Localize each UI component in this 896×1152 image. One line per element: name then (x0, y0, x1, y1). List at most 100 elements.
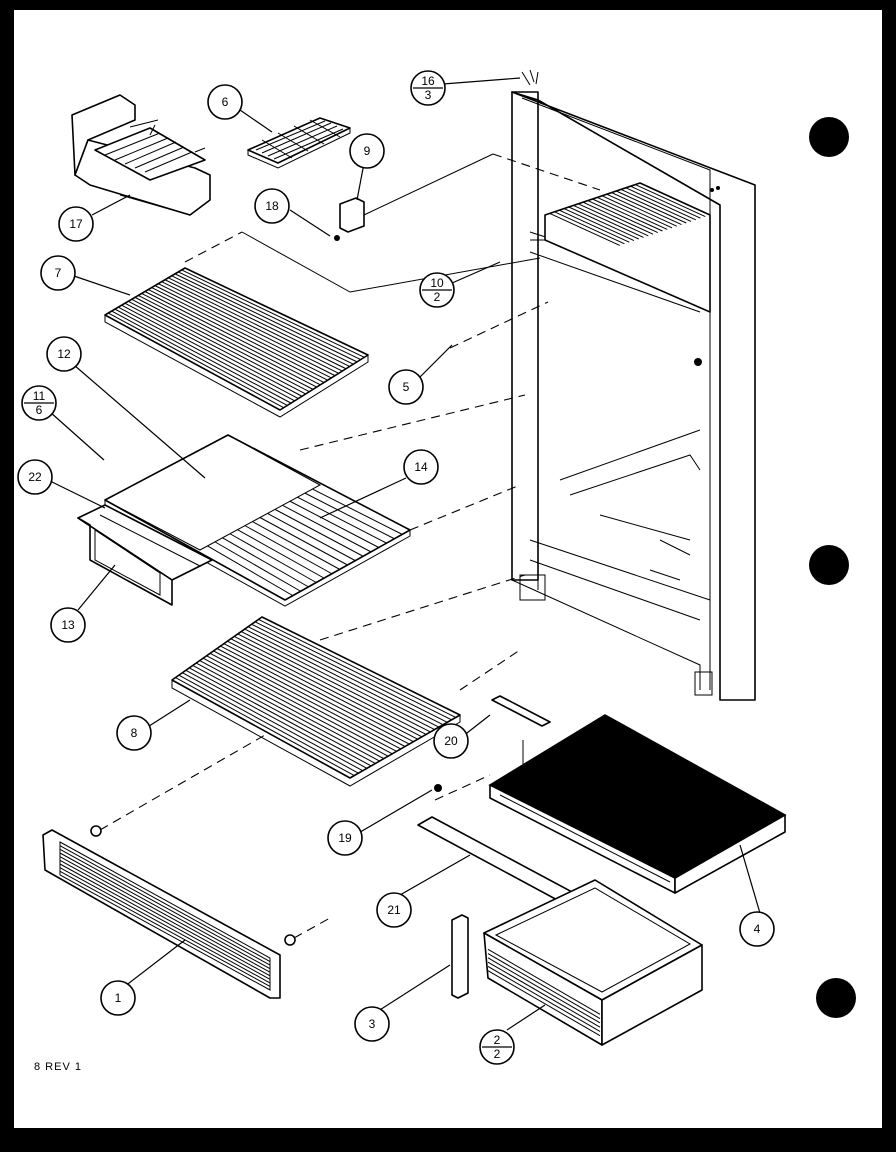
drawer-rib (487, 957, 601, 1024)
shelf-wire (144, 291, 325, 383)
shelf-wire (178, 674, 359, 774)
shelf-wire (214, 541, 301, 592)
shelf-wire (222, 537, 309, 588)
svg-text:12: 12 (57, 347, 71, 361)
shelf-wire (121, 304, 299, 399)
shelf-wire (237, 633, 431, 733)
shelf-wire (134, 296, 314, 390)
callout-9: 9 (349, 133, 385, 169)
evaporator-fin (635, 184, 706, 218)
shelf-wire (111, 310, 288, 406)
callout-14: 14 (403, 449, 439, 485)
evaporator-fin (601, 195, 673, 229)
evaporator-grille-lines (549, 184, 706, 246)
shelf-wire (171, 275, 354, 365)
shelf-wire (185, 669, 368, 769)
evaporator-fin (592, 198, 663, 232)
svg-text:2: 2 (434, 290, 441, 304)
shelf-wire (128, 300, 306, 395)
shelf-wire (161, 281, 343, 372)
shelf-wire (258, 618, 456, 718)
grille-slot (59, 852, 271, 970)
shelf-wire (297, 496, 387, 544)
shelf-wire (282, 504, 372, 553)
fraction-callout-11-6: 11 6 (21, 385, 57, 421)
svg-text:11: 11 (33, 389, 46, 403)
svg-text:5: 5 (403, 380, 410, 394)
shelf-wire (175, 677, 355, 777)
svg-text:14: 14 (414, 460, 428, 474)
svg-text:16: 16 (421, 74, 435, 88)
svg-text:10: 10 (430, 276, 444, 290)
svg-text:21: 21 (387, 903, 401, 917)
base-grille-1 (42, 734, 331, 999)
evaporator-fin (573, 204, 644, 238)
shelf-wire (108, 312, 284, 409)
shelf-wire (254, 621, 452, 721)
svg-text:7: 7 (55, 266, 62, 280)
shelf-wire (241, 631, 435, 730)
svg-text:18: 18 (265, 199, 279, 213)
revision-note: 8 REV 1 (34, 1061, 82, 1073)
shelf-wire (234, 635, 427, 735)
grille-slot (59, 870, 271, 987)
svg-text:8: 8 (131, 726, 138, 740)
callout-5: 5 (388, 369, 424, 405)
drawer-rib (487, 948, 601, 1015)
shelf-wire (247, 626, 444, 726)
svg-text:22: 22 (28, 470, 42, 484)
svg-text:9: 9 (364, 144, 371, 158)
shelf-wire (164, 279, 347, 370)
shelf-wire (213, 650, 402, 750)
shelf-wire (220, 645, 410, 745)
shelf-wire (223, 643, 414, 743)
shelf-wire (206, 655, 393, 755)
shelf-wire (154, 285, 336, 377)
evaporator-fin (587, 200, 658, 234)
shelf-wire (244, 525, 333, 575)
crisper-cover-4 (488, 714, 787, 894)
evaporator-fin (630, 185, 701, 219)
svg-text:20: 20 (444, 734, 458, 748)
shelf-wire (199, 660, 385, 760)
shelf-wire (229, 533, 317, 583)
divider-3 (451, 914, 469, 999)
evaporator-fin (616, 190, 687, 224)
callout-6: 6 (207, 84, 243, 120)
grille-slot (59, 845, 271, 962)
shelf-wire (131, 298, 310, 393)
shelf-wire (181, 269, 365, 358)
shelf-wire (202, 657, 389, 757)
evaporator-fin (625, 187, 696, 221)
shelf-wire (230, 638, 423, 738)
shelf-wire (168, 277, 350, 367)
refrigerator-shelf-8 (171, 574, 526, 787)
shelf-wire (148, 289, 328, 381)
callout-20: 20 (433, 723, 469, 759)
shelf-wire (237, 529, 325, 579)
shelf-wire (259, 517, 348, 566)
grille-slot (59, 859, 271, 977)
part-19-screw (434, 784, 442, 792)
drawer-rib (487, 970, 601, 1037)
callout-19: 19 (327, 820, 363, 856)
evaporator-fin (620, 188, 692, 222)
drawer-rib (487, 961, 601, 1028)
shelf-wire (178, 271, 361, 361)
freezer-shelf-7 (104, 231, 541, 418)
shelf-wire (209, 652, 397, 752)
svg-text:4: 4 (754, 922, 761, 936)
shelf-wire (124, 302, 303, 397)
shelf-wire (158, 283, 339, 374)
evaporator-fin (611, 192, 682, 226)
binder-hole-bottom (816, 978, 856, 1018)
grille-slot (59, 867, 271, 984)
grille-slot (59, 856, 271, 973)
part-18-screw (334, 235, 340, 241)
shelf-wire (189, 667, 372, 767)
evaporator-fin (606, 193, 677, 227)
ice-maker-17 (71, 94, 211, 216)
svg-text:1: 1 (115, 991, 122, 1005)
exploded-view-drawing: 6 9 17 18 7 12 22 14 13 5 8 20 19 21 4 1… (17, 69, 856, 1073)
shelf-wire (304, 492, 395, 540)
